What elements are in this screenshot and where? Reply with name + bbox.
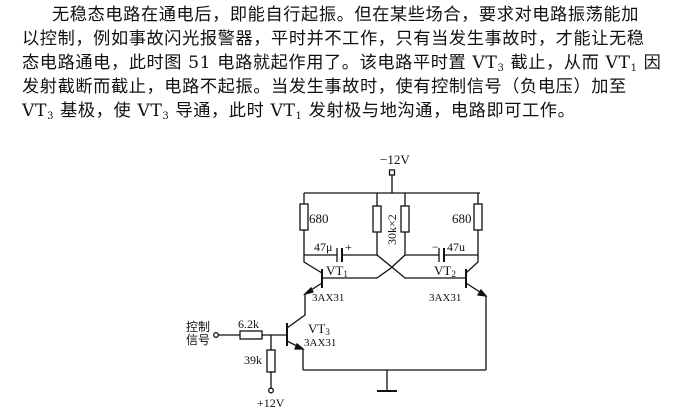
resistor-right-collector-label: 680 xyxy=(452,211,472,226)
ground-icon xyxy=(377,370,397,392)
resistor-base-left xyxy=(372,193,382,255)
control-signal-label-1: 控制 xyxy=(186,320,210,334)
capacitor-left xyxy=(304,248,377,262)
capacitor-left-label: 47μ xyxy=(314,240,332,254)
vt1-model-label: 3AX31 xyxy=(312,292,344,304)
resistor-base-pair-label: 30k×2 xyxy=(385,214,399,245)
control-signal-label-2: 信号 xyxy=(186,333,210,347)
paragraph-line-4: 发射截断而截止，电路不起振。当发生事故时，使有控制信号（负电压）加至 xyxy=(22,77,627,97)
resistor-base-right xyxy=(400,193,410,255)
vt2-model-label: 3AX31 xyxy=(429,292,461,304)
resistor-bias xyxy=(266,335,276,388)
cross-wire-left-to-vt2-base xyxy=(376,254,466,279)
supply-bottom-terminal xyxy=(268,387,274,394)
transistor-vt3 xyxy=(286,303,306,370)
vt3-label: VT3 xyxy=(308,321,330,337)
vt3-model-label: 3AX31 xyxy=(304,337,336,349)
supply-bottom-label: +12V xyxy=(257,396,285,410)
subscript: 3 xyxy=(47,111,55,122)
supply-top-terminal xyxy=(388,169,396,176)
resistor-input xyxy=(218,330,287,340)
control-signal-terminal xyxy=(213,332,219,338)
supply-top-label: −12V xyxy=(380,152,410,167)
paragraph-line-5: VT3 基极，使 VT3 导通，此时 VT1 发射极与地沟通，电路即可工作。 xyxy=(22,101,576,122)
transistor-vt2 xyxy=(465,255,488,370)
vt1-label: VT1 xyxy=(326,263,348,279)
capacitor-right-label: 47u xyxy=(447,240,465,254)
paragraph-line-1: 无稳态电路在通电后，即能自行起振。但在某些场合，要求对电路振荡能加 xyxy=(52,5,639,25)
vt2-label: VT2 xyxy=(434,263,456,279)
capacitor-right xyxy=(405,248,478,262)
subscript: 1 xyxy=(295,111,303,122)
cross-wire-right-to-vt1-base xyxy=(322,254,406,279)
resistor-right-collector xyxy=(473,193,483,255)
resistor-bias-label: 39k xyxy=(244,353,262,367)
subscript: 1 xyxy=(630,63,638,74)
transistor-vt1 xyxy=(302,255,323,303)
capacitor-left-polarity: + xyxy=(345,240,352,254)
capacitor-right-polarity: − xyxy=(432,240,439,254)
resistor-input-label: 6.2k xyxy=(238,317,259,331)
subscript: 3 xyxy=(162,111,170,122)
paragraph-line-2: 以控制，例如事故闪光报警器，平时并不工作，只有当发生事故时，才能让无稳 xyxy=(22,29,645,49)
resistor-left-collector-label: 680 xyxy=(309,211,329,226)
resistor-left-collector xyxy=(299,193,309,255)
subscript: 3 xyxy=(497,63,505,74)
paragraph-line-3: 态电路通电，此时图 51 电路就起作用了。该电路平时置 VT3 截止，从而 VT… xyxy=(22,53,662,74)
